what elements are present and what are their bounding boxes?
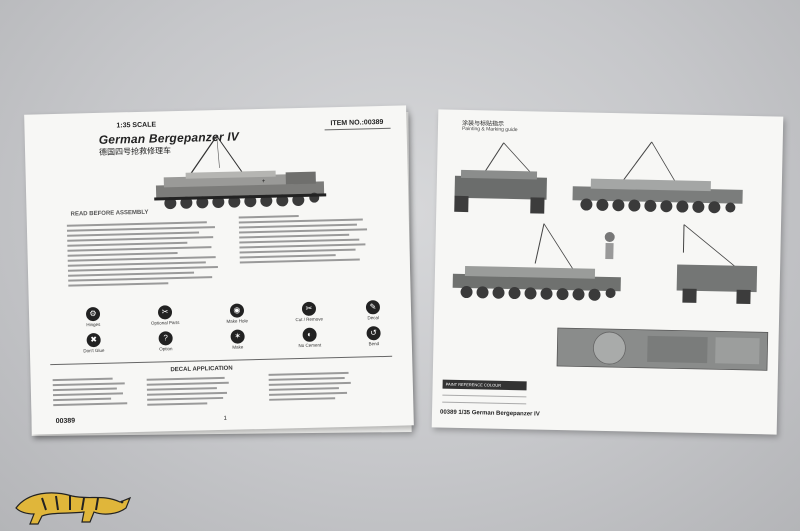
decal-column-en-2 xyxy=(268,369,353,404)
paint-row xyxy=(442,397,527,405)
painting-guide-footer: 00389 1/35 German Bergepanzer IV xyxy=(439,409,540,418)
drill-icon: ◉ xyxy=(229,303,245,318)
legend-no-cement: ◐ No Cement xyxy=(289,327,329,348)
legend-optional-parts: ✂ Optional Parts xyxy=(145,305,185,326)
question-icon: ? xyxy=(158,331,173,346)
left-instruction-sheet: 1:35 SCALE ITEM NO.:00389 German Bergepa… xyxy=(24,105,414,435)
hinges-icon: ⚙ xyxy=(85,306,101,322)
paint-row xyxy=(442,390,527,398)
star-icon: ✶ xyxy=(230,329,245,344)
painting-illustrations xyxy=(452,141,769,371)
legend-option: ? Option xyxy=(145,331,185,352)
instructions-chinese xyxy=(238,210,370,266)
read-before-heading: READ BEFORE ASSEMBLY xyxy=(70,209,149,218)
scale-label: 1:35 SCALE xyxy=(116,121,157,130)
legend-decal: ✎ Decal xyxy=(353,300,393,321)
instructions-english xyxy=(66,218,219,290)
painting-guide-sheet: 涂装与标贴指示 Painting & Marking guide xyxy=(431,109,784,435)
section-divider xyxy=(50,355,393,366)
footer-item-number: 00389 xyxy=(55,417,76,426)
legend-bend: ↺ Bend xyxy=(353,326,393,347)
svg-text:+: + xyxy=(262,179,266,185)
decal-column-en-1 xyxy=(146,374,232,409)
paint-reference-header: PAINT REFERENCE COLOUR xyxy=(442,379,527,391)
legend-hinges: ⚙ Hinges xyxy=(73,306,113,328)
tank-illustration: + xyxy=(154,135,327,210)
cut-icon: ✂ xyxy=(301,301,317,316)
item-number: ITEM NO.:00389 xyxy=(330,118,384,128)
decal-column-cn xyxy=(52,374,138,409)
legend-make-hole: ◉ Make Hole xyxy=(217,303,257,324)
decal-icon: ✎ xyxy=(365,300,381,315)
page-number: 1 xyxy=(223,415,228,422)
legend-dont-glue: ✖ Don't Glue xyxy=(74,332,114,354)
scissors-icon: ✂ xyxy=(157,305,173,320)
legend-cut-remove: ✂ Cut / Remove xyxy=(289,301,329,322)
legend-make: ✶ Make xyxy=(217,329,257,350)
half-circle-icon: ◐ xyxy=(302,327,317,342)
icon-legend: ⚙ Hinges ✂ Optional Parts ◉ Make Hole ✂ … xyxy=(53,300,393,353)
painting-guide-title: Painting & Marking guide xyxy=(461,125,518,134)
decal-application-heading: DECAL APPLICATION xyxy=(170,365,233,374)
no-glue-icon: ✖ xyxy=(86,332,101,348)
bend-icon: ↺ xyxy=(366,326,381,341)
tiger-logo xyxy=(15,492,132,525)
